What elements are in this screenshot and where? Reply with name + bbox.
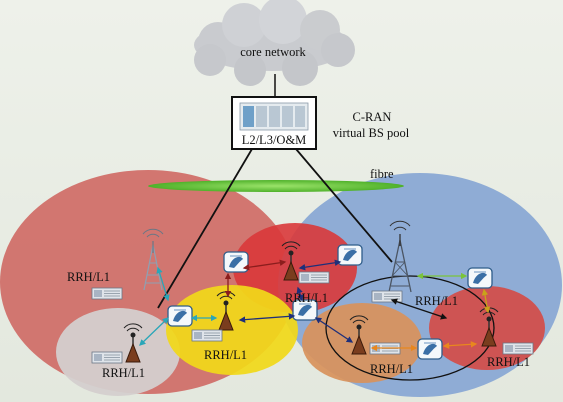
core-network-label: core network (240, 45, 306, 59)
rrh-label-orange: RRH/L1 (370, 362, 413, 376)
rrh-label-tower-right: RRH/L1 (415, 294, 458, 308)
rrh-label-left: RRH/L1 (67, 270, 110, 284)
user-device-icon (417, 338, 443, 360)
fibre-label: fibre (370, 167, 394, 181)
fibre-band (148, 180, 404, 192)
user-device-icon (467, 267, 493, 289)
rrh-unit-icon (371, 290, 403, 303)
macro-tower-right-icon (388, 220, 412, 293)
rrh-label-gray: RRH/L1 (102, 366, 145, 380)
rrh-unit-icon (502, 342, 534, 355)
bbu-label: L2/L3/O&M (242, 133, 307, 147)
user-device-icon (223, 251, 249, 273)
rrh-label-red-right: RRH/L1 (487, 355, 530, 369)
cran-title: C-RAN (353, 110, 392, 124)
cloud-icon (194, 0, 355, 86)
rrh-label-yellow: RRH/L1 (204, 348, 247, 362)
cran-subtitle: virtual BS pool (333, 126, 410, 140)
radio-links (139, 259, 491, 352)
user-device-icon (337, 244, 363, 266)
rrh-label-center: RRH/L1 (285, 291, 328, 305)
user-device-icon (167, 305, 193, 327)
rrh-unit-icon (191, 329, 223, 342)
rrh-unit-icon (91, 351, 123, 364)
bbu-server (231, 96, 317, 150)
rrh-unit-icon (91, 287, 123, 300)
rrh-unit-icon (298, 271, 330, 284)
cell-red-center (233, 223, 357, 313)
fibre-links (157, 148, 393, 309)
